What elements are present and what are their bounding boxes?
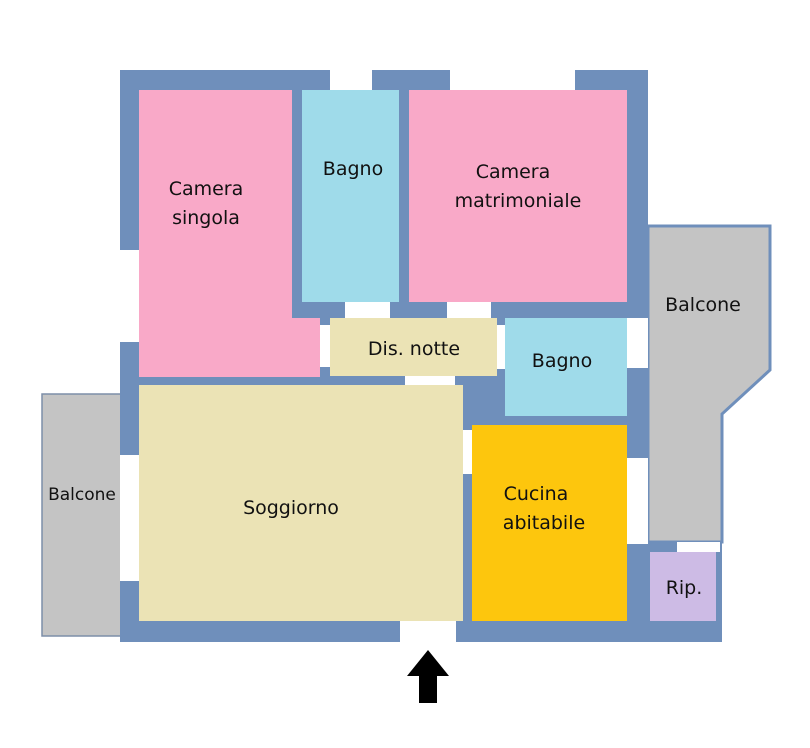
label-bagno-top: Bagno [323,158,383,180]
label-balcone-right: Balcone [665,294,741,316]
label-camera-singola-line1: Camera [169,178,244,200]
label-cucina-line2: abitabile [503,512,585,534]
door-soggiorno-cucina [463,430,472,474]
label-ripostiglio: Rip. [666,577,703,599]
label-camera-matrimoniale-line2: matrimoniale [455,190,582,212]
door-rip [677,542,720,552]
door-singola-disnotte [320,325,330,367]
label-soggiorno: Soggiorno [243,497,339,519]
label-camera-singola: Camera singola [169,178,250,229]
label-balcone-left: Balcone [48,485,116,505]
room-cucina [472,425,627,621]
window-top-matrimoniale [450,70,575,90]
openings [120,70,720,642]
entrance-arrow-icon [407,650,449,703]
label-cucina: Cucina abitabile [503,483,585,534]
room-soggiorno [139,385,463,621]
door-soggiorno-disnotte [405,376,455,385]
window-right-bagno [627,318,648,368]
window-left-singola [120,250,139,342]
window-top-bagno [330,70,372,90]
entrance-door [400,621,456,642]
door-bagno-disnotte [345,302,390,318]
label-camera-matrimoniale-line1: Camera [476,161,551,183]
label-bagno-mid: Bagno [532,350,592,372]
label-camera-singola-line2: singola [172,207,240,229]
label-camera-matrimoniale: Camera matrimoniale [455,161,582,212]
balcony-right [646,224,772,544]
room-bagno-top [302,90,399,302]
door-matrimoniale-disnotte [447,302,491,318]
label-cucina-line1: Cucina [504,483,569,505]
room-dis-notte [330,318,497,376]
room-bagno-mid [505,318,627,416]
room-camera-singola [139,90,320,377]
balcony-left [41,393,123,637]
door-disnotte-bagno [497,325,505,369]
room-camera-matrimoniale [409,90,627,302]
label-dis-notte: Dis. notte [368,338,460,360]
room-ripostiglio [650,552,716,621]
window-right-cucina [627,458,648,544]
window-left-soggiorno [120,455,139,581]
